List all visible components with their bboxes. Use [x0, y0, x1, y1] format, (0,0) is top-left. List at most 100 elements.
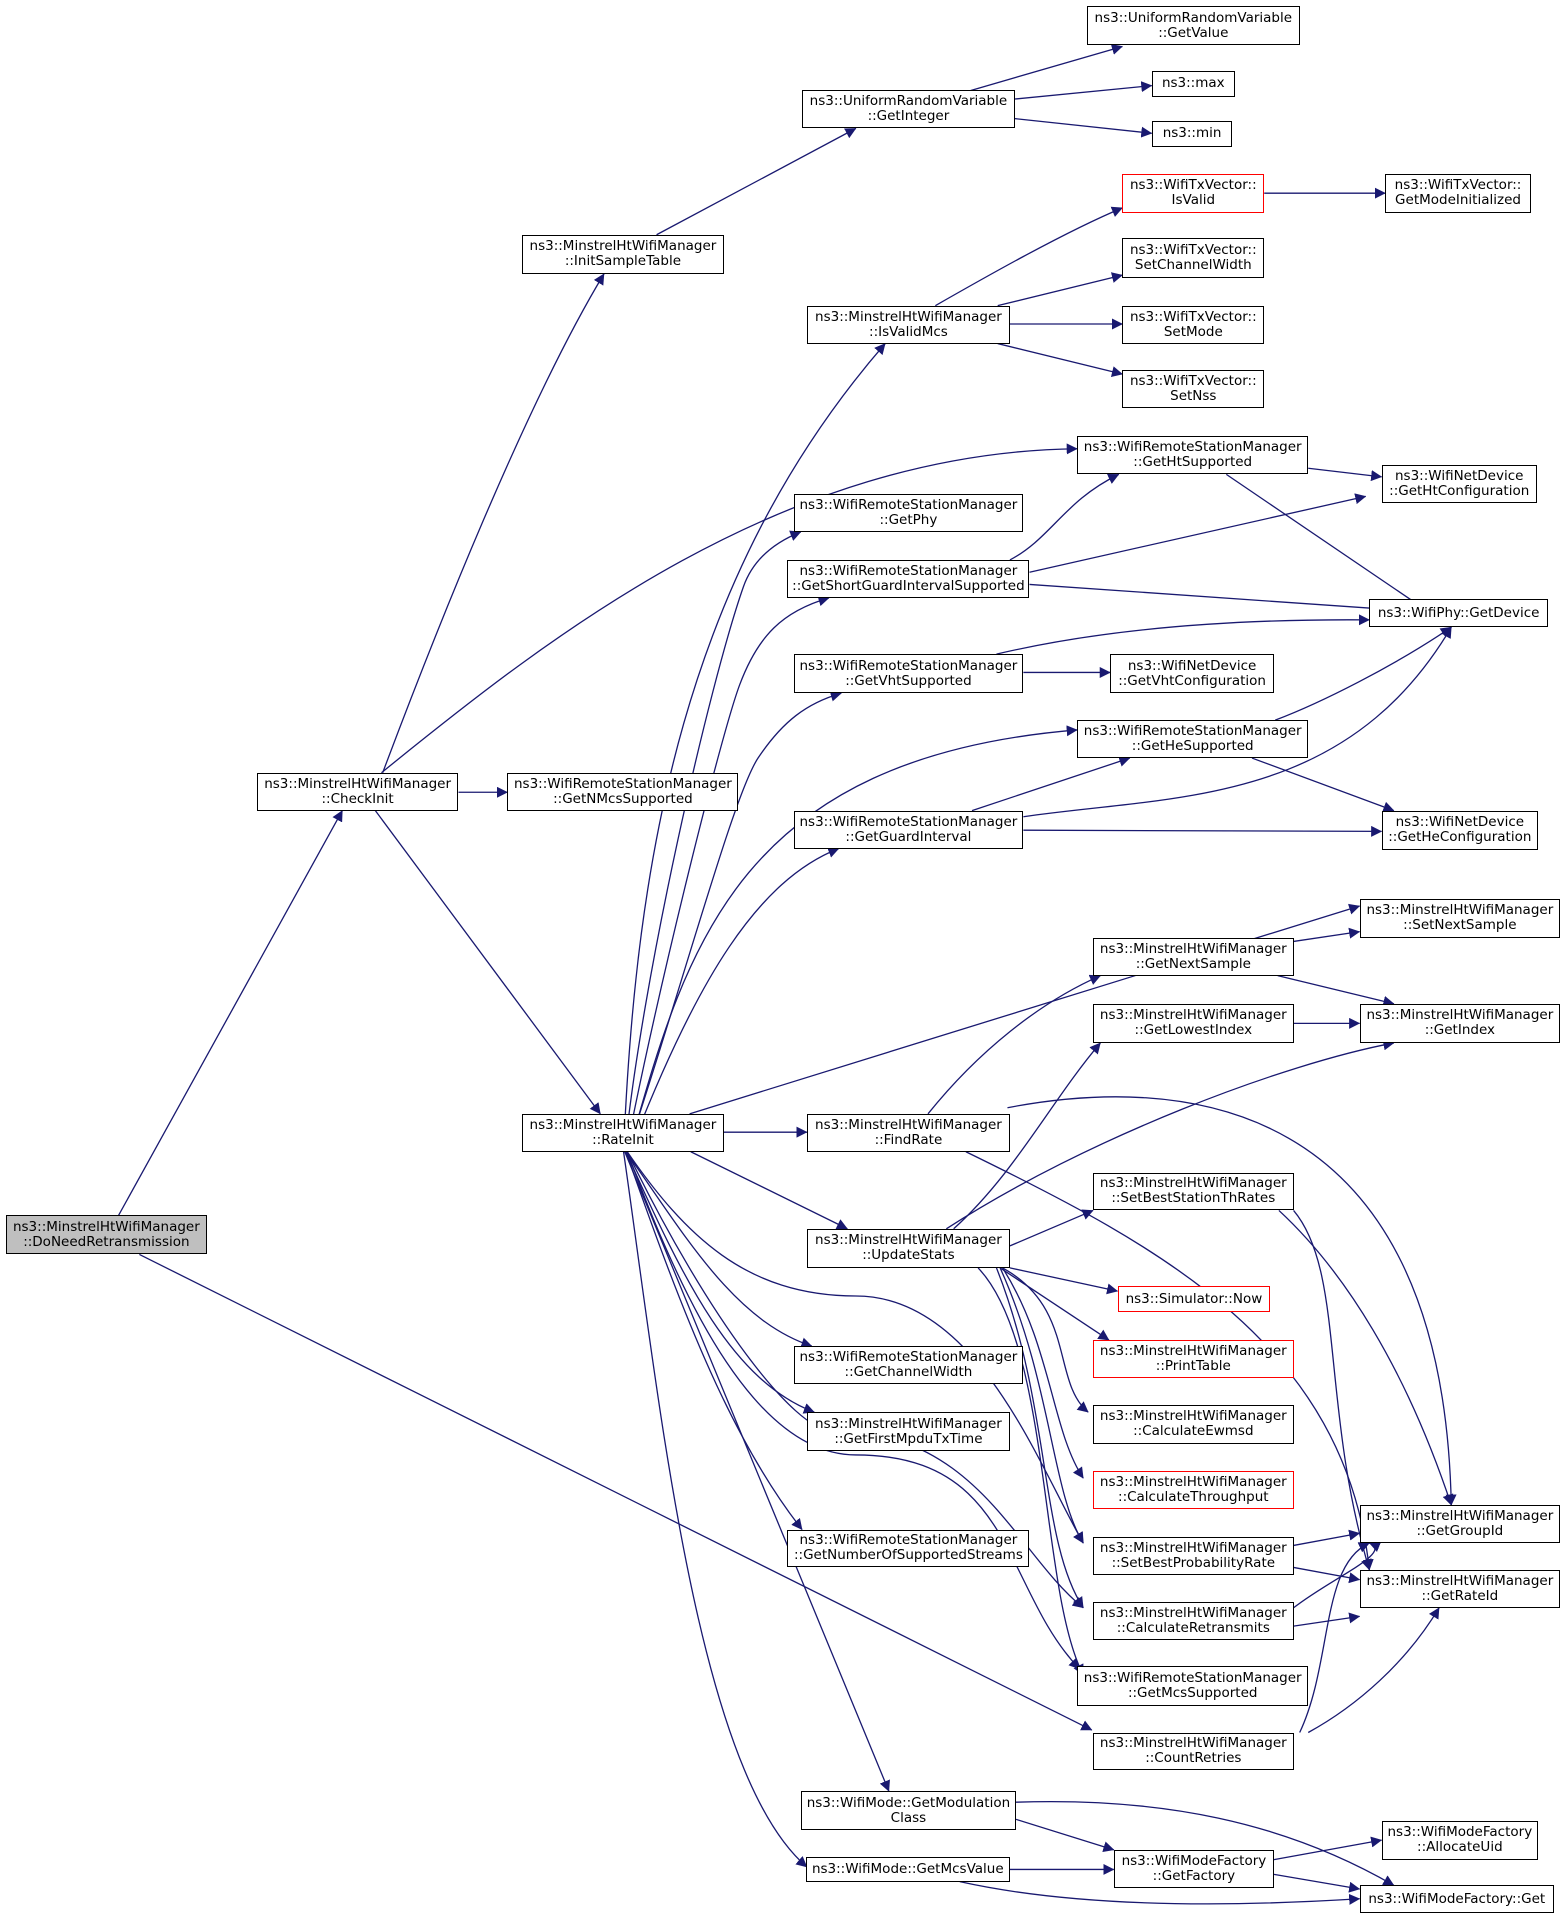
node-txvector-set-nss[interactable]: ns3::WifiTxVector::SetNss	[1122, 370, 1265, 409]
node-wifiphy-get-device[interactable]: ns3::WifiPhy::GetDevice	[1369, 599, 1548, 628]
call-edge	[622, 1151, 808, 1868]
node-do-need-retransmission[interactable]: ns3::MinstrelHtWifiManager::DoNeedRetran…	[6, 1215, 207, 1255]
node-init-sample-table[interactable]: ns3::MinstrelHtWifiManager::InitSampleTa…	[522, 234, 724, 274]
call-edge	[629, 847, 840, 1152]
node-check-init[interactable]: ns3::MinstrelHtWifiManager::CheckInit	[256, 772, 459, 811]
node-count-retries[interactable]: ns3::MinstrelHtWifiManager::CountRetries	[1093, 1732, 1294, 1771]
node-label-line: ::FindRate	[874, 1131, 943, 1148]
node-label-line: ns3::WifiRemoteStationManager	[799, 1532, 1018, 1549]
node-label-line: SetChannelWidth	[1134, 256, 1252, 273]
node-label-line: ::GetNMcsSupported	[553, 790, 693, 807]
call-edge	[959, 1881, 1361, 1905]
node-netdevice-get-vht-configuration[interactable]: ns3::WifiNetDevice::GetVhtConfiguration	[1110, 654, 1274, 694]
node-set-best-station-th-rates[interactable]: ns3::MinstrelHtWifiManager::SetBestStati…	[1093, 1172, 1294, 1211]
node-get-group-id[interactable]: ns3::MinstrelHtWifiManager::GetGroupId	[1359, 1505, 1561, 1543]
node-label-line: ns3::MinstrelHtWifiManager	[1366, 1007, 1554, 1024]
node-get-lowest-index[interactable]: ns3::MinstrelHtWifiManager::GetLowestInd…	[1093, 1003, 1294, 1043]
node-get-vht-supported[interactable]: ns3::WifiRemoteStationManager::GetVhtSup…	[793, 654, 1024, 694]
call-edge	[139, 1253, 1093, 1731]
node-get-number-of-supported-streams[interactable]: ns3::WifiRemoteStationManager::GetNumber…	[787, 1529, 1030, 1568]
node-label-line: ::CalculateThroughput	[1118, 1488, 1269, 1505]
call-edge	[118, 810, 343, 1216]
node-label-line: ns3::WifiRemoteStationManager	[799, 496, 1018, 513]
node-label-line: ns3::UniformRandomVariable	[1094, 9, 1293, 26]
node-label-line: ::GetValue	[1158, 24, 1229, 41]
call-edge	[1009, 1209, 1094, 1247]
node-label-line: ::GetGroupId	[1416, 1523, 1504, 1540]
node-label-line: ns3::WifiTxVector::	[1394, 177, 1522, 194]
node-netdevice-get-ht-configuration[interactable]: ns3::WifiNetDevice::GetHtConfiguration	[1381, 464, 1537, 503]
call-edge	[622, 343, 886, 1152]
node-get-phy[interactable]: ns3::WifiRemoteStationManager::GetPhy	[793, 493, 1024, 532]
node-txvector-set-mode[interactable]: ns3::WifiTxVector::SetMode	[1122, 305, 1265, 344]
node-get-guard-interval[interactable]: ns3::WifiRemoteStationManager::GetGuardI…	[793, 810, 1024, 849]
node-label-line: ::DoNeedRetransmission	[23, 1233, 190, 1250]
node-get-first-mpdu-tx-time[interactable]: ns3::MinstrelHtWifiManager::GetFirstMpdu…	[806, 1412, 1010, 1452]
node-is-valid-mcs[interactable]: ns3::MinstrelHtWifiManager::IsValidMcs	[806, 305, 1010, 344]
node-set-next-sample[interactable]: ns3::MinstrelHtWifiManager::SetNextSampl…	[1359, 898, 1561, 938]
call-edge	[627, 725, 1078, 1152]
node-get-next-sample[interactable]: ns3::MinstrelHtWifiManager::GetNextSampl…	[1093, 937, 1294, 976]
node-label-line: ns3::WifiPhy::GetDevice	[1377, 604, 1540, 621]
node-get-he-supported[interactable]: ns3::WifiRemoteStationManager::GetHeSupp…	[1077, 720, 1309, 759]
node-get-channel-width[interactable]: ns3::WifiRemoteStationManager::GetChanne…	[793, 1346, 1024, 1385]
call-edge	[996, 614, 1370, 655]
node-get-index[interactable]: ns3::MinstrelHtWifiManager::GetIndex	[1359, 1003, 1561, 1043]
node-get-rate-id[interactable]: ns3::MinstrelHtWifiManager::GetRateId	[1359, 1569, 1561, 1608]
node-label-line: ns3::WifiModeFactory::Get	[1368, 1890, 1546, 1907]
node-label-line: ::GetInteger	[867, 108, 950, 125]
call-edge	[953, 1042, 1101, 1230]
call-edge	[690, 1151, 848, 1230]
node-label-line: ns3::UniformRandomVariable	[809, 93, 1008, 110]
call-edge	[1009, 1267, 1119, 1295]
node-wifimode-get-mcs-value[interactable]: ns3::WifiMode::GetMcsValue	[805, 1857, 1010, 1882]
node-label-line: ns3::WifiRemoteStationManager	[799, 657, 1018, 674]
call-edge	[1007, 1096, 1457, 1506]
node-label-line: ns3::WifiRemoteStationManager	[799, 813, 1018, 830]
node-label-line: ::GetHtConfiguration	[1389, 482, 1530, 499]
node-print-table[interactable]: ns3::MinstrelHtWifiManager::PrintTable	[1093, 1340, 1294, 1378]
node-label-line: GetModeInitialized	[1395, 192, 1521, 209]
node-label-line: ns3::MinstrelHtWifiManager	[1099, 1408, 1287, 1425]
node-modefactory-get[interactable]: ns3::WifiModeFactory::Get	[1359, 1885, 1554, 1914]
node-label-line: ns3::WifiTxVector::	[1129, 308, 1257, 325]
node-get-mcs-supported[interactable]: ns3::WifiRemoteStationManager::GetMcsSup…	[1077, 1666, 1309, 1706]
node-label-line: ::CountRetries	[1145, 1750, 1242, 1767]
node-modefactory-get-factory[interactable]: ns3::WifiModeFactory::GetFactory	[1113, 1849, 1274, 1888]
call-edge	[1015, 1818, 1115, 1853]
call-edge	[1273, 1873, 1361, 1893]
node-modefactory-allocate-uid[interactable]: ns3::WifiModeFactory::AllocateUid	[1381, 1820, 1539, 1860]
node-max[interactable]: ns3::max	[1151, 70, 1235, 97]
node-urv-get-value[interactable]: ns3::UniformRandomVariable::GetValue	[1086, 6, 1300, 46]
node-label-line: ns3::WifiNetDevice	[1395, 814, 1525, 831]
call-edge	[1293, 1566, 1361, 1584]
call-edge	[977, 1267, 1084, 1676]
node-set-best-probability-rate[interactable]: ns3::MinstrelHtWifiManager::SetBestProba…	[1093, 1536, 1294, 1575]
call-edge	[995, 1267, 1084, 1609]
node-find-rate[interactable]: ns3::MinstrelHtWifiManager::FindRate	[806, 1113, 1010, 1152]
node-calculate-ewmsd[interactable]: ns3::MinstrelHtWifiManager::CalculateEwm…	[1093, 1404, 1294, 1444]
node-get-short-guard-interval-supported[interactable]: ns3::WifiRemoteStationManager::GetShortG…	[787, 559, 1030, 598]
node-calculate-throughput[interactable]: ns3::MinstrelHtWifiManager::CalculateThr…	[1093, 1470, 1294, 1509]
node-label-line: ns3::MinstrelHtWifiManager	[815, 308, 1002, 325]
node-label-line: ::GetShortGuardIntervalSupported	[792, 577, 1025, 594]
node-rate-init[interactable]: ns3::MinstrelHtWifiManager::RateInit	[522, 1113, 724, 1152]
node-txvector-set-channel-width[interactable]: ns3::WifiTxVector::SetChannelWidth	[1122, 238, 1265, 278]
node-txvector-is-valid[interactable]: ns3::WifiTxVector::IsValid	[1122, 173, 1265, 213]
node-update-stats[interactable]: ns3::MinstrelHtWifiManager::UpdateStats	[806, 1228, 1010, 1268]
node-simulator-now[interactable]: ns3::Simulator::Now	[1117, 1286, 1271, 1312]
node-min[interactable]: ns3::min	[1151, 121, 1233, 147]
node-label-line: ns3::WifiModeFactory	[1387, 1824, 1533, 1841]
call-edge	[1308, 467, 1383, 482]
node-get-ht-supported[interactable]: ns3::WifiRemoteStationManager::GetHtSupp…	[1077, 436, 1309, 475]
node-netdevice-get-he-configuration[interactable]: ns3::WifiNetDevice::GetHeConfiguration	[1381, 810, 1539, 850]
node-label-line: ::CheckInit	[321, 790, 394, 807]
node-get-nmcs-supported[interactable]: ns3::WifiRemoteStationManager::GetNMcsSu…	[507, 772, 739, 811]
node-txvector-get-mode-initialized[interactable]: ns3::WifiTxVector::GetModeInitialized	[1385, 173, 1531, 213]
node-urv-get-integer[interactable]: ns3::UniformRandomVariable::GetInteger	[802, 90, 1015, 129]
call-edge	[1014, 81, 1153, 100]
call-edge	[625, 1151, 803, 1530]
node-calculate-retransmits[interactable]: ns3::MinstrelHtWifiManager::CalculateRet…	[1093, 1601, 1294, 1640]
